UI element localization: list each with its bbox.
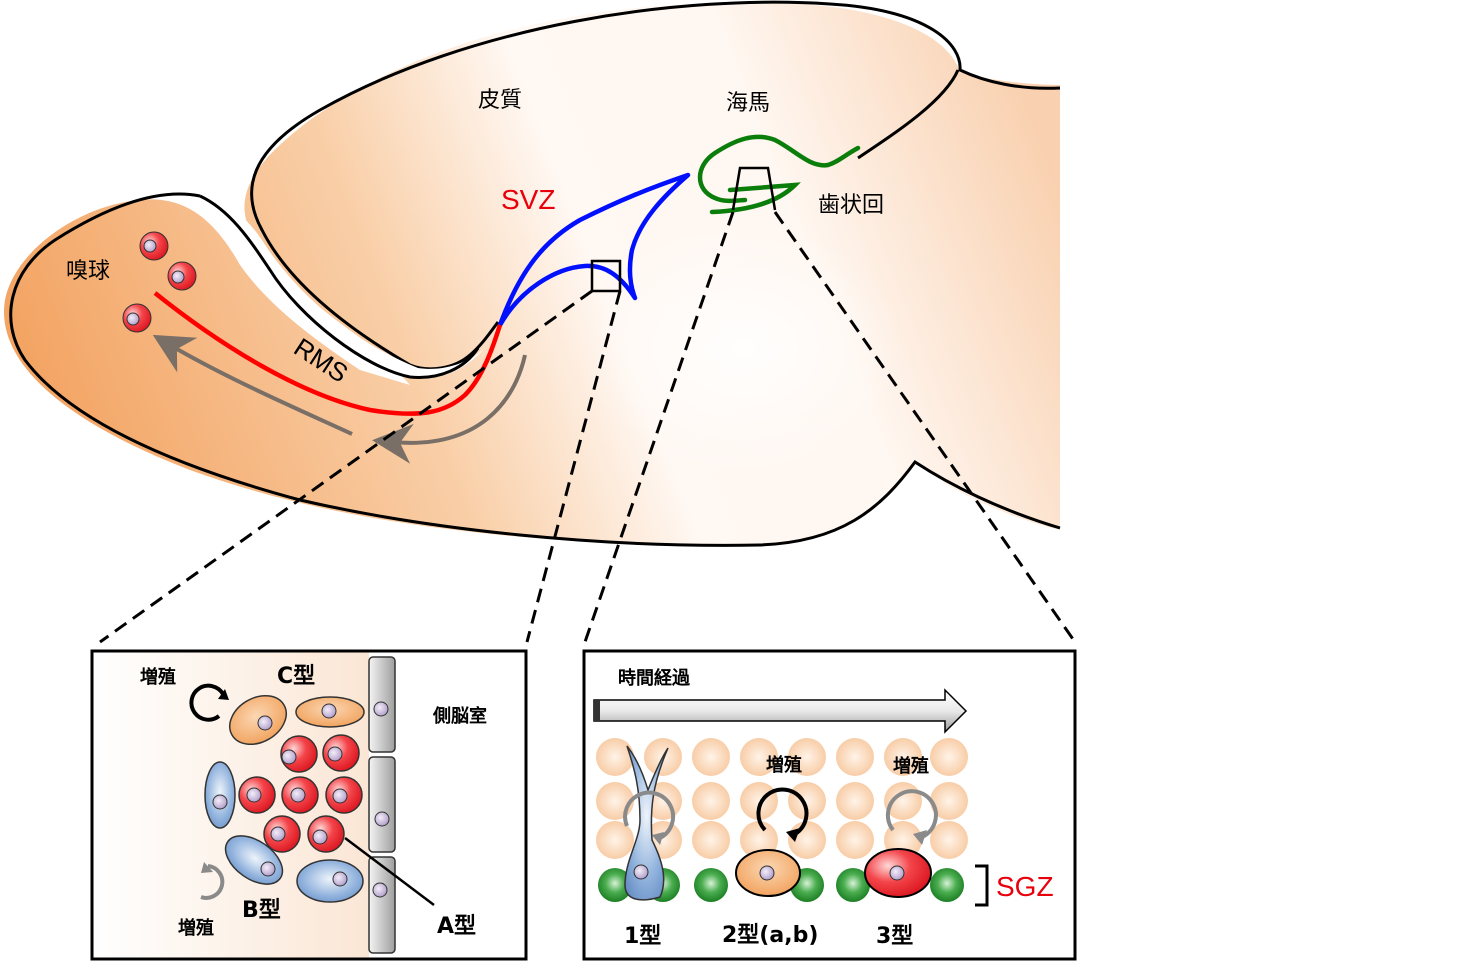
time-course-arrow [593, 688, 968, 734]
label-lateral-ventricle: 側脳室 [432, 705, 487, 727]
label-proliferation-b: 増殖 [178, 917, 214, 939]
label-cortex: 皮質 [478, 88, 522, 113]
granule-cell-layer [596, 738, 968, 859]
olfactory-outline [9, 192, 1061, 547]
cell-type-a [139, 231, 169, 261]
granule-cell [596, 738, 634, 776]
svz-detail-panel: 増殖 C型 側脳室 B型 増殖 A型 [90, 649, 528, 961]
cell-type-1 [624, 745, 669, 901]
sgz-bracket [975, 864, 989, 907]
type-a-pointer [344, 837, 435, 906]
granule-cell [596, 821, 634, 859]
svz-line [497, 172, 691, 327]
label-type1: 1型 [624, 924, 661, 949]
dentate-gyrus-line [697, 134, 861, 215]
projection-lines [99, 211, 1077, 644]
cell-type-a [122, 303, 152, 333]
label-proliferation-type3: 増殖 [893, 755, 929, 777]
label-time-course: 時間経過 [618, 667, 691, 689]
cycle-arrow-type3 [885, 789, 938, 839]
sgz-detail-panel: 時間経過 増殖 増殖 SGZ 1型 2型(a,b) 3型 [582, 649, 1077, 961]
label-proliferation-c: 増殖 [140, 666, 176, 688]
label-type-a: A型 [437, 914, 476, 939]
cortex-outline [250, 0, 1061, 371]
migration-arrow-svz [372, 354, 527, 464]
granule-cell [836, 821, 874, 859]
label-type2: 2型(a,b) [722, 923, 818, 948]
sgz-zoom-box [731, 166, 777, 211]
label-proliferation-type2: 増殖 [766, 754, 802, 776]
brain-sagittal-section: 皮質 海馬 歯状回 嗅球 SVZ RMS [3, 0, 1061, 547]
granule-cell [788, 782, 826, 820]
olfactory-cells [122, 231, 197, 333]
granule-cell [930, 821, 968, 859]
cell-type-a [167, 261, 197, 291]
proliferation-arrow-c [189, 683, 225, 722]
hippocampal-fissure [857, 69, 960, 160]
cycle-arrow-type1 [623, 790, 676, 840]
granule-cell [884, 738, 922, 776]
migration-arrow-rms [152, 334, 353, 436]
granule-cell [930, 782, 968, 820]
cell-type-3 [864, 848, 932, 898]
label-olfactory-bulb: 嗅球 [66, 259, 110, 284]
label-svz: SVZ [501, 184, 555, 215]
cycle-arrow-type2 [756, 787, 809, 836]
granule-cell [836, 782, 874, 820]
cell-type-2 [735, 849, 801, 897]
granule-cell [930, 738, 968, 776]
svz-zoom-box [590, 259, 622, 293]
olfactory-fold-line [199, 194, 480, 379]
ventricle-fold [200, 195, 485, 379]
granule-cell [740, 738, 778, 776]
granule-cell [740, 782, 778, 820]
label-hippocampus: 海馬 [726, 91, 770, 116]
granule-cell [788, 738, 826, 776]
label-sgz: SGZ [996, 871, 1054, 902]
label-type-c: C型 [277, 664, 315, 689]
ependymal-cells [368, 656, 396, 954]
granule-cell [692, 738, 730, 776]
label-dentate-gyrus: 歯状回 [818, 193, 884, 218]
cells-type-b [204, 761, 364, 903]
granule-cell [836, 738, 874, 776]
label-type-b: B型 [242, 898, 281, 923]
label-type3: 3型 [876, 924, 913, 949]
cells-type-a [238, 734, 363, 853]
cells-type-c [229, 695, 365, 745]
granule-cell [692, 782, 730, 820]
proliferation-arrow-b [200, 864, 225, 900]
granule-cell [692, 821, 730, 859]
